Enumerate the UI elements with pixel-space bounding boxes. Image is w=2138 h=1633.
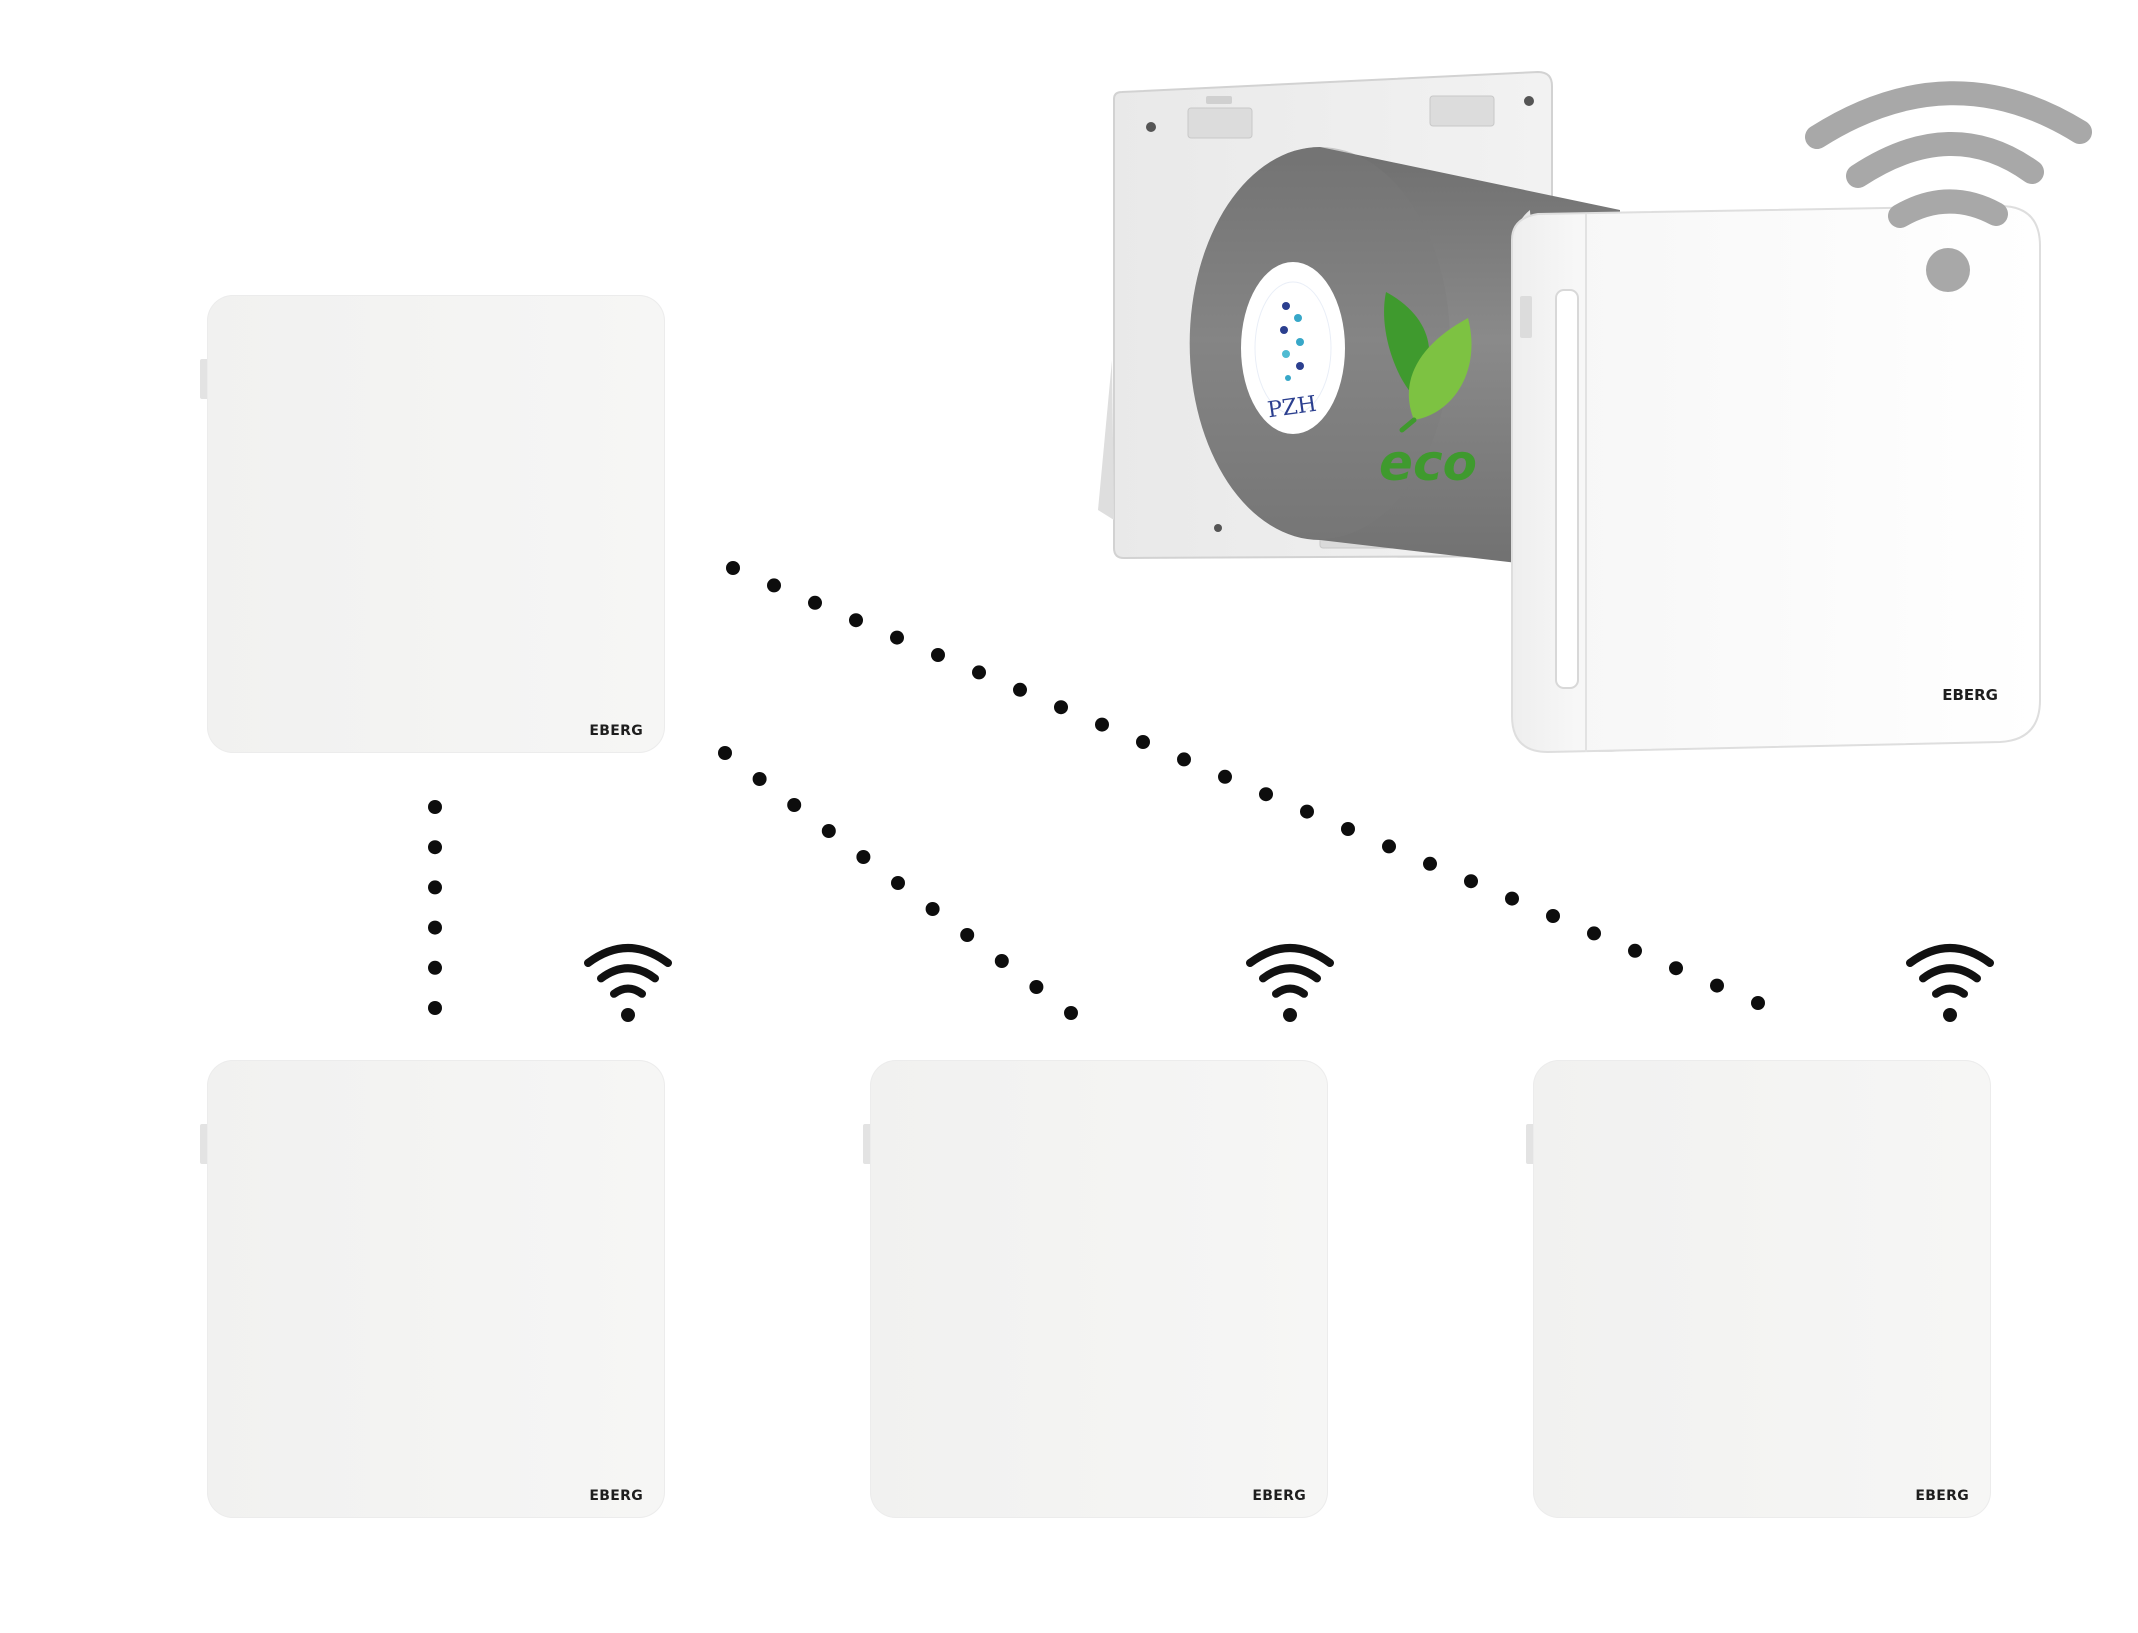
dotted-connection-vertical [428,800,442,1015]
panel-brand-label: EBERG [1915,1488,1969,1504]
wifi-icon [1246,944,1334,1022]
connection-dot [1423,856,1437,871]
connection-dot [1218,769,1232,784]
connection-dot [972,665,986,680]
connection-dot [428,960,442,975]
connection-dot [428,880,442,895]
ventilator-panel-bottom-1: EBERG [200,1060,665,1518]
connection-dot [428,920,442,935]
ventilator-panel-top-left: EBERG [200,295,665,753]
connection-dot [808,595,822,610]
connection-dot [925,902,940,916]
panel-brand-label: EBERG [1252,1488,1306,1504]
connection-dot [428,1001,442,1015]
panel-brand-label: EBERG [589,1488,643,1504]
panel-brand-label: EBERG [589,723,643,739]
connection-dot [1300,804,1314,819]
panel-side-tab [200,359,207,399]
connection-dot [931,648,945,662]
connection-dot [994,954,1009,968]
dotted-connection-middle [718,746,1078,1020]
connection-dot [767,578,781,593]
connection-dot [1505,891,1519,906]
leaf-icon: eco [1379,292,1477,492]
connection-dot [1029,980,1044,994]
connection-dot [1628,943,1642,958]
connection-dot [960,928,975,942]
connection-dot [1751,996,1765,1010]
pzh-seal: PZH [1241,262,1345,434]
connection-dot [891,876,905,890]
ventilator-panel-bottom-2: EBERG [863,1060,1328,1518]
connection-dot [1710,978,1724,993]
connection-dot [428,840,442,855]
eco-label: eco [1379,434,1477,492]
main-unit-brand: EBERG [1942,686,1998,704]
connection-dot [1464,874,1478,889]
connection-dot [1382,839,1396,854]
connection-dot [1177,752,1191,767]
connection-dot [1259,787,1273,802]
connection-dot [1064,1006,1078,1020]
connection-dot [787,798,802,812]
connection-dot [1136,735,1150,749]
connection-dot [1546,909,1560,923]
connection-dot [849,613,863,628]
panel-side-tab [200,1124,207,1164]
connection-dot [718,746,732,760]
wifi-icon [1805,81,2092,292]
connection-dot [1054,700,1068,715]
panel-side-tab [863,1124,870,1164]
connection-dot [726,561,740,575]
connection-dot [890,630,904,645]
wifi-icon [1906,944,1994,1022]
connection-dot [1587,926,1601,941]
connection-dot [1013,682,1027,697]
wifi-icon [584,944,672,1022]
connection-dot [1669,961,1683,976]
dotted-connection-long [726,561,1765,1010]
panel-side-tab [1526,1124,1533,1164]
connection-dot [1095,717,1109,732]
connection-dot [821,824,836,838]
connection-dot [856,850,871,864]
front-cover: EBERG [1511,204,2041,754]
connection-dot [752,772,767,786]
connection-dot [1341,822,1355,836]
connection-dot [428,800,442,814]
ventilator-panel-bottom-3: EBERG [1526,1060,1991,1518]
